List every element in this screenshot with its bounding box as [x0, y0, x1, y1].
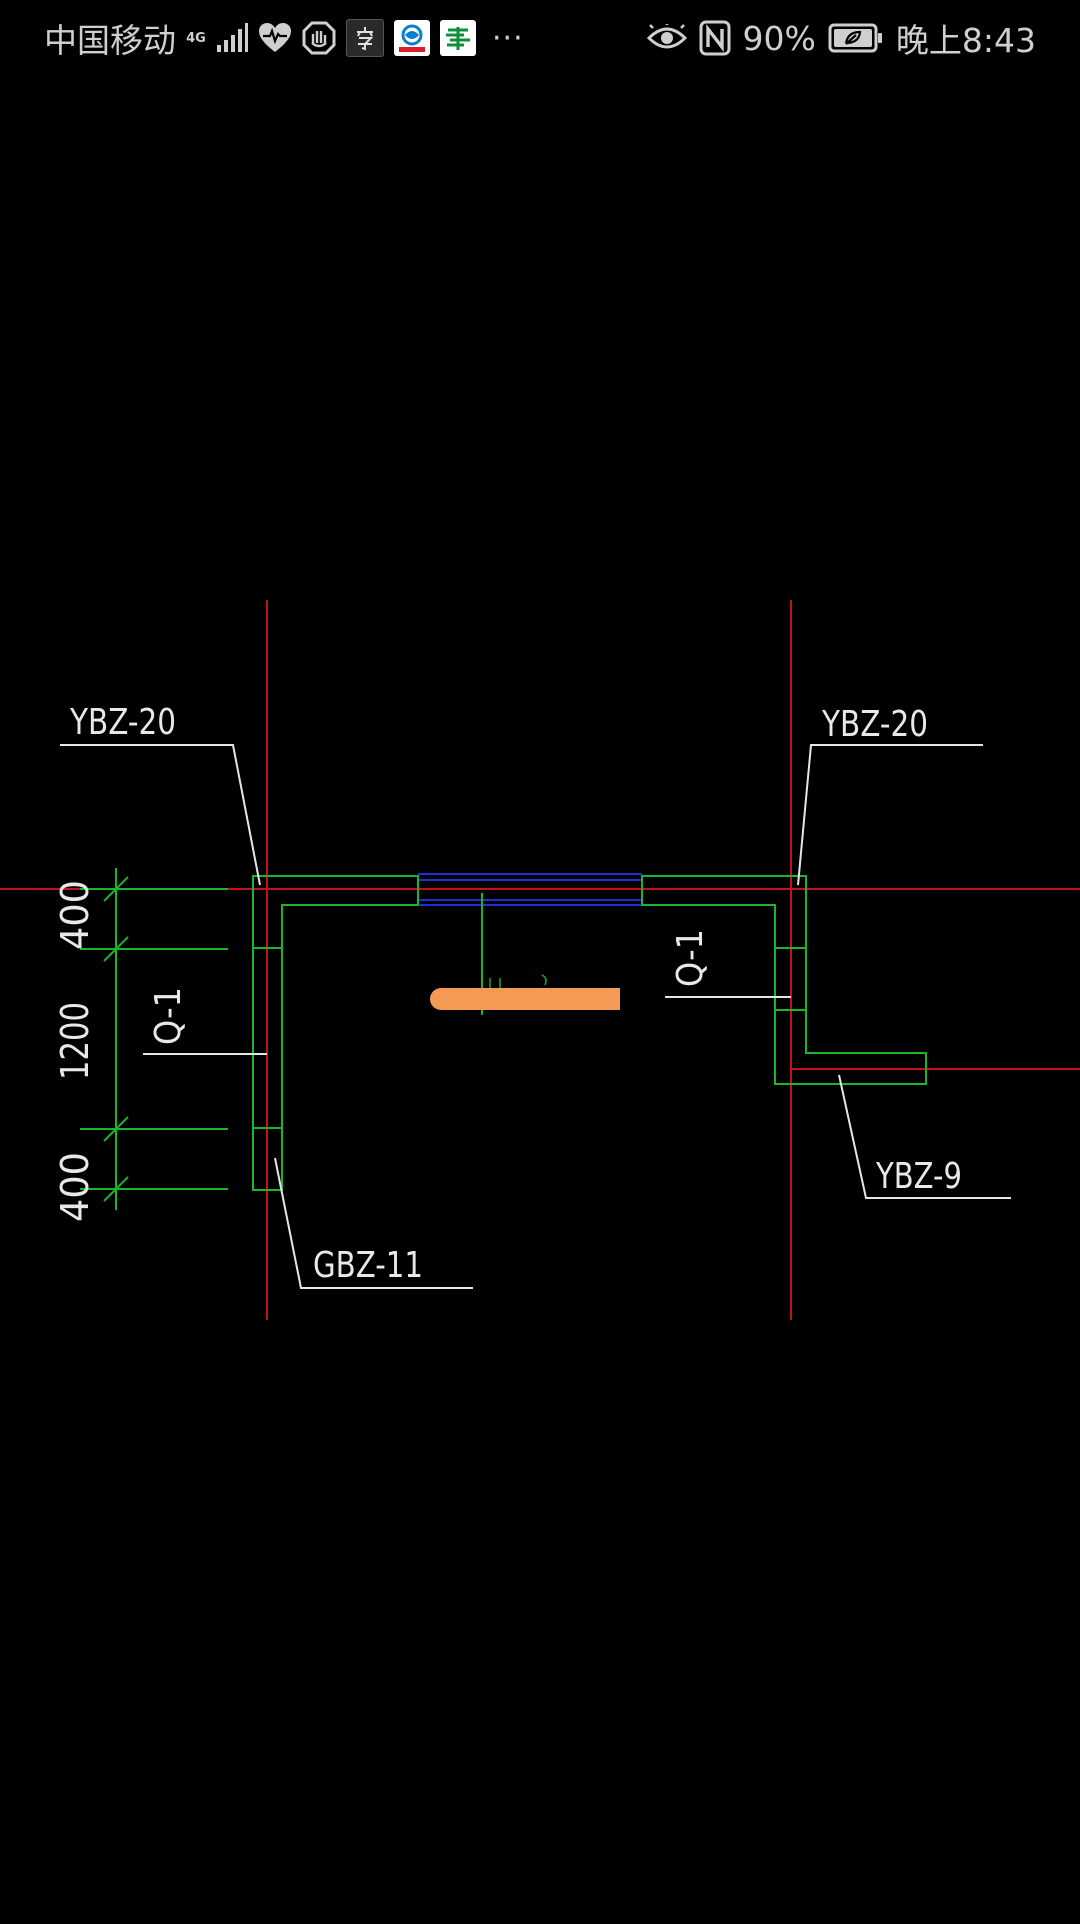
status-bar: 中国移动 4G — [0, 0, 1080, 76]
wall-right-outline — [641, 875, 927, 1085]
label-q1-left: Q-1 — [148, 987, 189, 1045]
battery-percentage: 90% — [742, 18, 816, 58]
eye-comfort-icon — [646, 24, 687, 49]
dimension-400-top: 400 — [53, 880, 97, 950]
hand-shield-icon — [302, 21, 336, 55]
leader-ybz20-right — [797, 744, 983, 886]
more-notifications-icon: ··· — [492, 20, 524, 56]
heartbeat-icon — [259, 23, 291, 52]
leader-ybz20-left — [60, 744, 261, 886]
clock-time: 晚上8:43 — [895, 21, 1036, 60]
app-postal-icon — [440, 20, 476, 56]
dimension-chain — [80, 868, 228, 1210]
label-q1-right: Q-1 — [670, 929, 711, 987]
wall-outlines — [252, 875, 927, 1191]
leader-ybz9 — [838, 1074, 1011, 1199]
dimension-400-bottom: 400 — [53, 1152, 97, 1222]
label-ybz9: YBZ-9 — [875, 1156, 962, 1197]
battery-saver-icon — [828, 23, 882, 53]
cad-drawing[interactable]: YBZ-20 YBZ-20 GBZ-11 YBZ-9 Q-1 Q-1 400 1… — [0, 76, 1080, 1920]
opening-lines — [418, 873, 642, 906]
leader-gbz11 — [274, 1157, 473, 1289]
carrier-name: 中国移动 — [44, 21, 176, 60]
wall-left-outline — [252, 875, 419, 1191]
nfc-icon — [699, 20, 731, 56]
label-ybz20-right: YBZ-20 — [821, 704, 928, 745]
highlighted-element[interactable] — [430, 988, 620, 1010]
status-right: 90% 晚上8:43 — [646, 14, 1036, 62]
app-dictionary-icon — [346, 19, 384, 57]
label-ybz20-left: YBZ-20 — [69, 702, 176, 743]
leader-lines — [60, 744, 1011, 1289]
signal-strength-icon — [217, 23, 248, 52]
network-type: 4G — [186, 30, 206, 46]
cad-drawing-canvas[interactable]: YBZ-20 YBZ-20 GBZ-11 YBZ-9 Q-1 Q-1 400 1… — [0, 76, 1080, 1920]
label-gbz11: GBZ-11 — [313, 1245, 423, 1286]
app-china-mobile-icon — [394, 20, 430, 56]
status-left: 中国移动 4G — [44, 14, 524, 62]
dimension-1200: 1200 — [53, 1002, 97, 1080]
